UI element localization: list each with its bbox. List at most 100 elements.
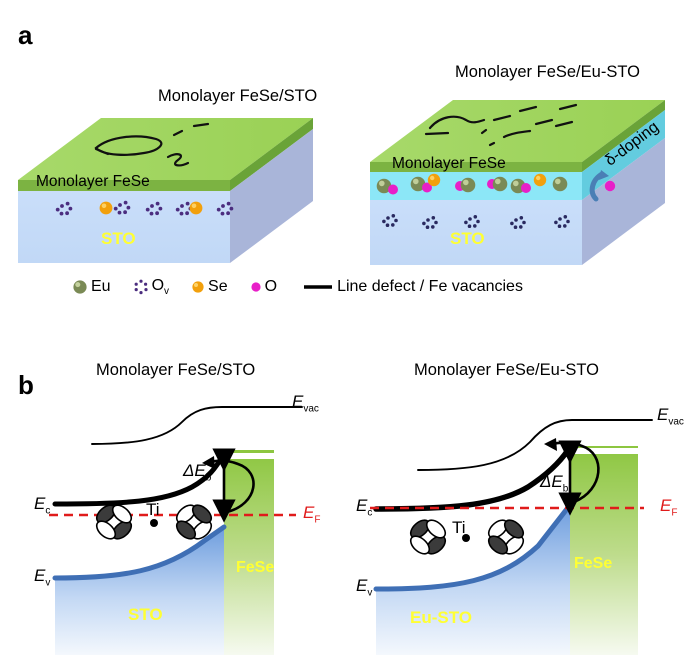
oxygen-vacancy-icon <box>134 279 148 295</box>
fese-top-face <box>18 118 313 180</box>
ev-label-right: Ev <box>356 576 373 599</box>
band-diagram-fese-eusto <box>370 419 653 655</box>
fese-top-face <box>370 100 665 162</box>
sto-label-right: STO <box>450 229 485 248</box>
delta-eb-hook-right <box>551 441 600 504</box>
eusto-valence-region-right <box>376 506 570 655</box>
oxygen-vacancy-icon <box>145 201 163 216</box>
delta-eb-hook-arrowhead-left <box>202 456 215 469</box>
se-sphere-icon <box>533 173 547 187</box>
ev-curve-right <box>373 502 573 592</box>
legend-label-ov: O <box>151 277 165 294</box>
se-sphere-icon <box>189 201 203 215</box>
legend-item-o: O <box>250 278 277 296</box>
oxygen-vacancy-icon <box>382 214 398 227</box>
ti-atom-dot-left <box>150 519 158 527</box>
fese-gap-left <box>224 453 274 459</box>
panel-a-right-title: Monolayer FeSe/Eu-STO <box>455 63 640 81</box>
ev-label-left: Ev <box>34 566 51 589</box>
slab-fese-eusto: Monolayer FeSe <box>370 100 665 265</box>
o-sphere-icon-doping <box>604 180 616 192</box>
panel-b-left-title: Monolayer FeSe/STO <box>96 361 256 379</box>
sto-front-face <box>370 200 582 265</box>
eu-sphere-icon <box>73 280 87 294</box>
oxygen-vacancy-icon <box>216 201 234 216</box>
evac-label-right: Evac <box>657 405 684 428</box>
oxygen-vacancy-icon <box>422 216 438 229</box>
sto-side-face <box>230 129 313 263</box>
delta-doping-arrowhead <box>599 170 609 180</box>
oxygen-vacancy-icon <box>113 200 131 215</box>
oxygen-vacancy-icon <box>554 215 570 228</box>
legend-label-se: Se <box>208 278 228 296</box>
fese-layer-label-left: Monolayer FeSe <box>36 173 150 190</box>
eu-sphere-icon <box>492 176 508 192</box>
legend-sublabel-ov: v <box>164 286 170 298</box>
panel-b-right-title: Monolayer FeSe/Eu-STO <box>414 361 599 379</box>
ti-label-left: Ti <box>146 500 160 519</box>
fese-band-label-right: FeSe <box>574 555 613 572</box>
ec-curve-right <box>373 447 571 512</box>
o-sphere-icon <box>251 282 261 292</box>
ev-curve-left <box>52 524 227 581</box>
fese-front-face <box>18 180 230 191</box>
sto-valence-region-left <box>55 528 224 655</box>
delta-doping-arrow <box>589 171 605 202</box>
slab-fese-sto: Monolayer FeSe <box>18 118 313 263</box>
legend-item-eu: Eu <box>72 278 111 296</box>
oxygen-vacancy-icon <box>464 215 480 228</box>
fese-side-face <box>582 100 665 172</box>
se-sphere-icon <box>192 281 204 293</box>
panel-a-left-title: Monolayer FeSe/STO <box>158 87 318 105</box>
delta-eb-label-left: ΔEb <box>183 461 212 484</box>
oxygen-vacancy-icon <box>510 216 526 229</box>
evac-curve-right <box>417 419 653 471</box>
legend-label-line-defect: Line defect / Fe vacancies <box>337 278 523 296</box>
fese-gap-right <box>570 448 638 454</box>
legend-label-o: O <box>264 278 278 296</box>
fese-block-left <box>224 450 274 655</box>
line-defect-marks-right <box>424 103 578 147</box>
se-sphere-icon <box>427 173 441 187</box>
legend-item-line-defect: Line defect / Fe vacancies <box>303 278 523 296</box>
line-defect-icon <box>304 285 333 289</box>
fese-band-label-left: FeSe <box>236 559 275 576</box>
fese-front-face <box>370 162 582 172</box>
ef-label-right: EF <box>660 496 678 519</box>
panel-b-letter: b <box>18 370 34 400</box>
ti-orbital-left <box>95 504 213 540</box>
o-sphere-icon <box>388 184 398 195</box>
line-defect-marks-left <box>94 122 210 167</box>
defect-row-right <box>382 214 570 229</box>
sto-label-left: STO <box>101 229 136 248</box>
ec-label-right: Ec <box>356 496 373 519</box>
o-sphere-icon <box>422 182 432 193</box>
ti-atom-dot-right <box>462 534 470 542</box>
sto-band-label-left: STO <box>128 605 163 624</box>
ti-orbital-right <box>409 519 525 555</box>
sto-side-face <box>582 138 665 265</box>
eu-sphere-icon <box>552 176 568 192</box>
ef-label-left: EF <box>303 503 321 526</box>
fese-layer-label-right: Monolayer FeSe <box>392 155 506 172</box>
fese-side-face <box>230 118 313 191</box>
delta-doping-front-face <box>370 172 582 200</box>
o-sphere-icon <box>521 183 531 193</box>
se-sphere-icon <box>99 201 113 215</box>
delta-eb-label-right: ΔEb <box>540 472 569 495</box>
fese-block-right <box>570 446 638 655</box>
evac-label-left: Evac <box>292 392 319 415</box>
eu-sphere-icon <box>460 177 476 193</box>
panel-a-letter: a <box>18 20 33 50</box>
legend-item-se: Se <box>191 278 228 296</box>
band-diagram-fese-sto <box>49 406 303 655</box>
defect-row-left <box>55 200 234 216</box>
evac-curve-left <box>91 406 303 445</box>
delta-eb-hook-left <box>209 459 255 514</box>
ti-label-right: Ti <box>452 518 466 537</box>
delta-eb-hook-arrowhead-right <box>544 438 557 451</box>
oxygen-vacancy-icon <box>55 201 73 216</box>
eu-o-row <box>376 173 568 195</box>
ec-label-left: Ec <box>34 494 51 517</box>
